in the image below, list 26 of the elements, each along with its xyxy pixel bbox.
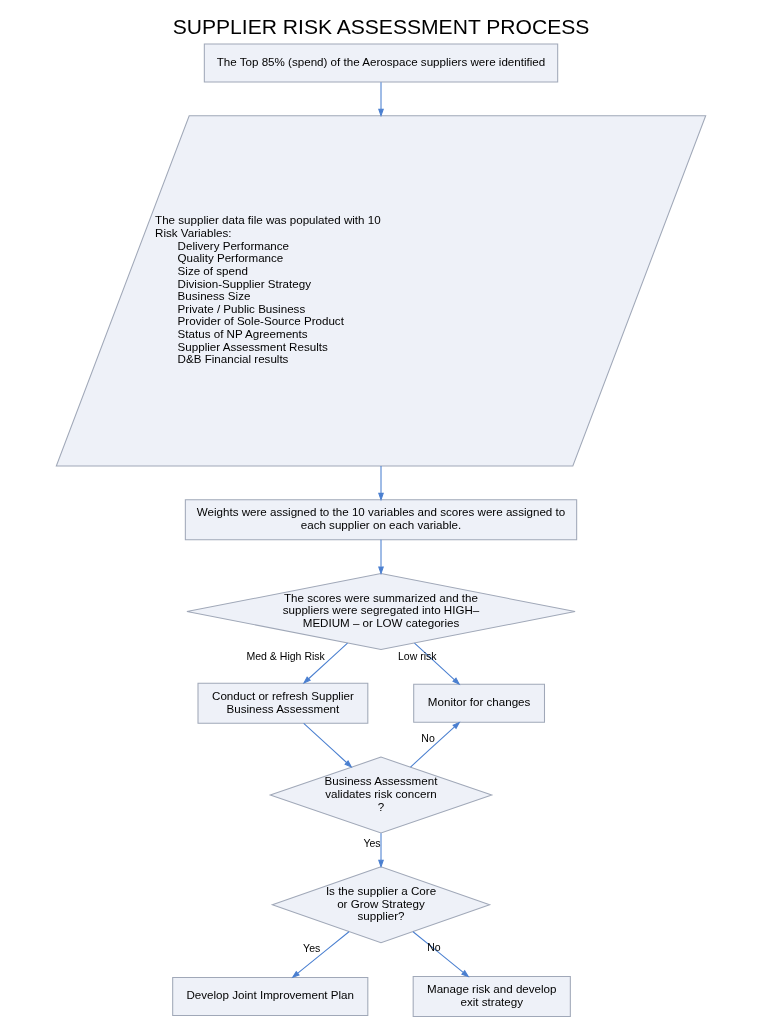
edge-label: Yes xyxy=(362,836,381,849)
node-diamond: The scores were summarized and the suppliers were segregated into HIGH– MEDIUM – or LOW categories xyxy=(185,573,576,651)
edge-label: No xyxy=(420,731,435,744)
arrow xyxy=(377,539,384,575)
arrow xyxy=(377,832,384,869)
edge-label: Yes xyxy=(302,941,320,954)
arrow xyxy=(413,642,460,686)
edge-label: Med & High Risk xyxy=(245,649,325,662)
edge-label: Low risk xyxy=(397,650,437,663)
node-diamond: Business Assessment validates risk concern ? xyxy=(268,756,493,834)
node-box: Monitor for changes xyxy=(412,683,545,723)
arrow xyxy=(291,931,349,979)
arrow xyxy=(412,931,469,978)
node-box: Conduct or refresh Supplier Business Assessment xyxy=(196,682,368,724)
arrow xyxy=(302,642,348,685)
arrow xyxy=(409,721,460,768)
diagram-title: SUPPLIER RISK ASSESSMENT PROCESS xyxy=(172,14,589,38)
node-box: Weights were assigned to the 10 variables and scores were assigned to each supplier on each variable. xyxy=(184,499,577,541)
node-diamond: Is the supplier a Core or Grow Strategy supplier? xyxy=(270,866,491,944)
edge-label: No xyxy=(426,941,441,953)
arrow xyxy=(377,81,384,118)
node-box: Manage risk and develop exit strategy xyxy=(412,975,571,1018)
arrow xyxy=(302,722,352,768)
arrow xyxy=(377,465,384,502)
node-box: Develop Joint Improvement Plan xyxy=(171,977,368,1017)
node-box: The Top 85% (spend) of the Aerospace suppliers were identified xyxy=(203,43,558,83)
